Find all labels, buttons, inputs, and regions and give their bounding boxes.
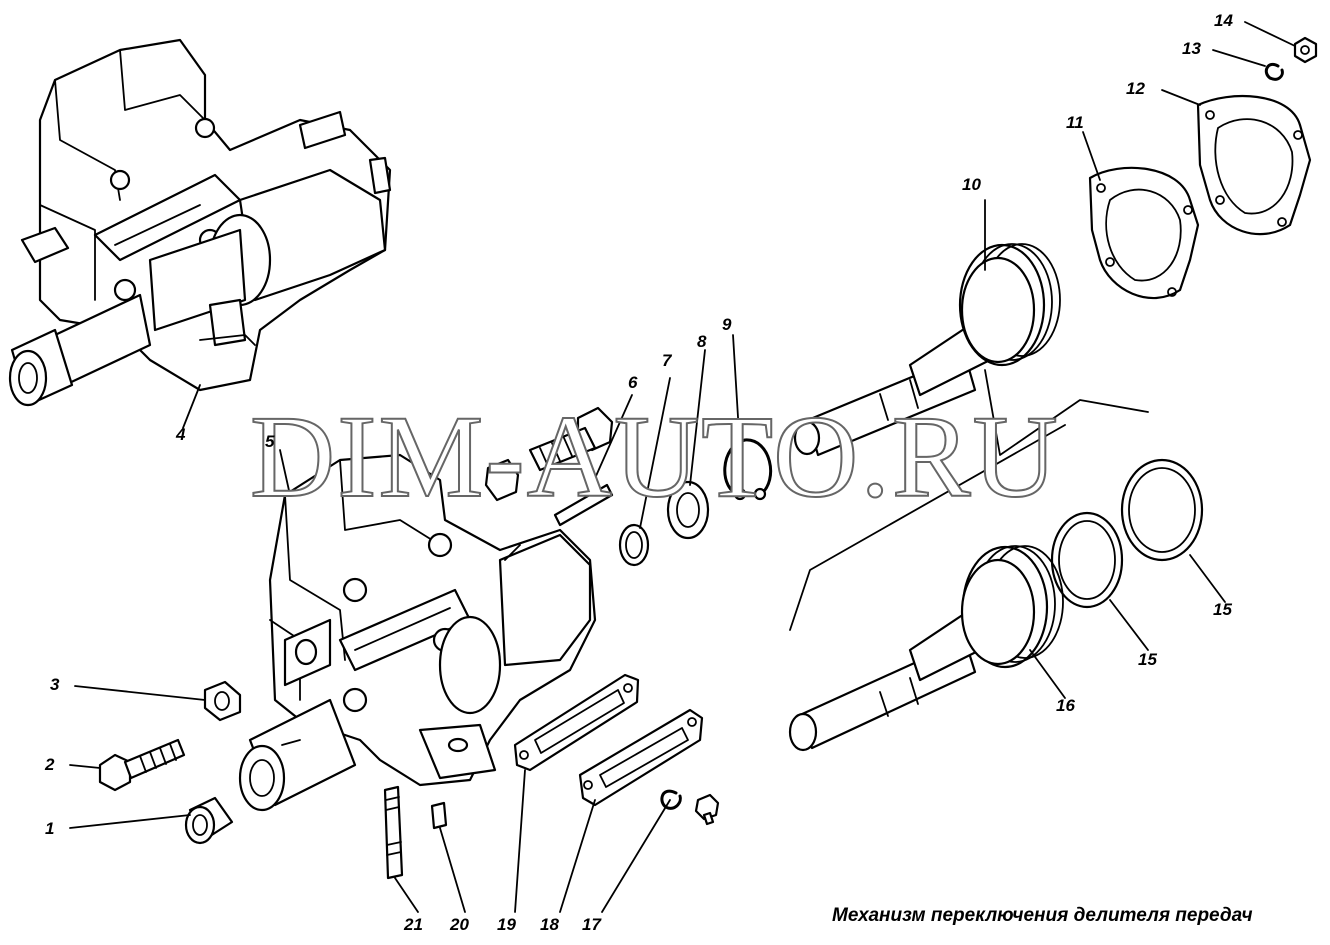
callout-11: 11 [1066,113,1084,132]
part-12-drawing [1196,95,1312,236]
part-21-drawing [383,785,404,880]
callout-9: 9 [722,315,732,334]
watermark: DIM-AUTO.RU [249,391,1060,522]
part-17-screw-drawing [694,793,720,826]
part-18-drawing [578,708,704,807]
assembly-4-drawing [8,38,392,407]
callout-15-left: 15 [1138,650,1157,669]
part-14-drawing [1293,36,1318,64]
callout-6: 6 [628,373,638,392]
callout-8: 8 [697,332,707,351]
explosion-guide-lower [789,424,1066,631]
part-9-drawing [723,438,773,501]
callout-18: 18 [540,915,559,934]
callout-14: 14 [1214,11,1233,30]
part-16-drawing [788,545,1064,752]
callout-13: 13 [1182,39,1201,58]
callout-1: 1 [45,819,55,838]
diagram-caption: Механизм переключения делителя передач [832,905,1253,926]
callout-10: 10 [962,175,981,194]
callout-3: 3 [50,675,60,694]
callout-2: 2 [45,755,55,774]
callout-21: 21 [404,915,423,934]
part-15-ring-b-drawing [1120,458,1204,562]
part-3-drawing [203,680,242,722]
housing-5-drawing [238,453,597,812]
part-19-drawing [513,673,640,772]
callout-19: 19 [497,915,516,934]
callout-7: 7 [662,351,672,370]
callout-12: 12 [1126,79,1145,98]
part-15-ring-a-drawing [1050,511,1124,609]
explosion-guide-upper [984,369,1149,456]
part-10-drawing [793,243,1061,457]
part-20-drawing [430,801,448,830]
callout-15-right: 15 [1213,600,1232,619]
part-17-drawing [660,789,682,810]
part-7-drawing [618,523,650,567]
part-2-drawing [98,738,186,792]
callout-16: 16 [1056,696,1075,715]
callout-17: 17 [582,915,601,934]
part-6-drawing [484,406,614,527]
part-8-drawing [666,480,710,540]
part-1-drawing [184,796,234,845]
leader-lines [69,21,1296,913]
callout-5: 5 [265,432,275,451]
part-11-drawing [1088,166,1200,300]
callout-20: 20 [450,915,469,934]
callout-4: 4 [176,425,186,444]
part-13-drawing [1264,63,1284,81]
